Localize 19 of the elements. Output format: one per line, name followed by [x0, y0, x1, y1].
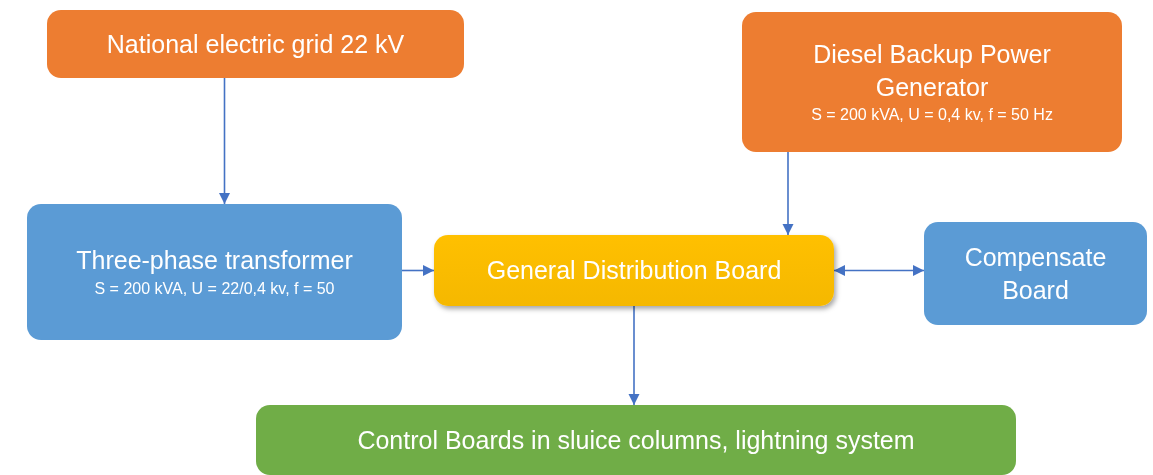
process-box — [434, 235, 834, 306]
arrow — [782, 151, 794, 236]
box-title: Three-phase transformer — [76, 245, 353, 277]
box-title: Diesel Backup Power Generator — [812, 39, 1052, 103]
arrow — [401, 264, 435, 277]
arrow — [218, 77, 231, 205]
box-title: National electric grid 22 kV — [106, 28, 405, 60]
process-box — [47, 10, 464, 78]
arrow — [833, 264, 925, 277]
box-title: Compensate Board — [963, 242, 1108, 306]
process-box — [256, 405, 1016, 475]
box-title: Control Boards in sluice columns, lightning system — [357, 424, 915, 456]
process-box — [924, 222, 1147, 325]
box-specs: S = 200 kVA, U = 0,4 kv, f = 50 Hz — [811, 105, 1053, 126]
arrow — [628, 305, 640, 406]
process-box — [27, 204, 402, 340]
box-title: General Distribution Board — [486, 255, 782, 287]
box-specs: S = 200 kVA, U = 22/0,4 kv, f = 50 — [94, 278, 335, 299]
process-box — [742, 12, 1122, 152]
